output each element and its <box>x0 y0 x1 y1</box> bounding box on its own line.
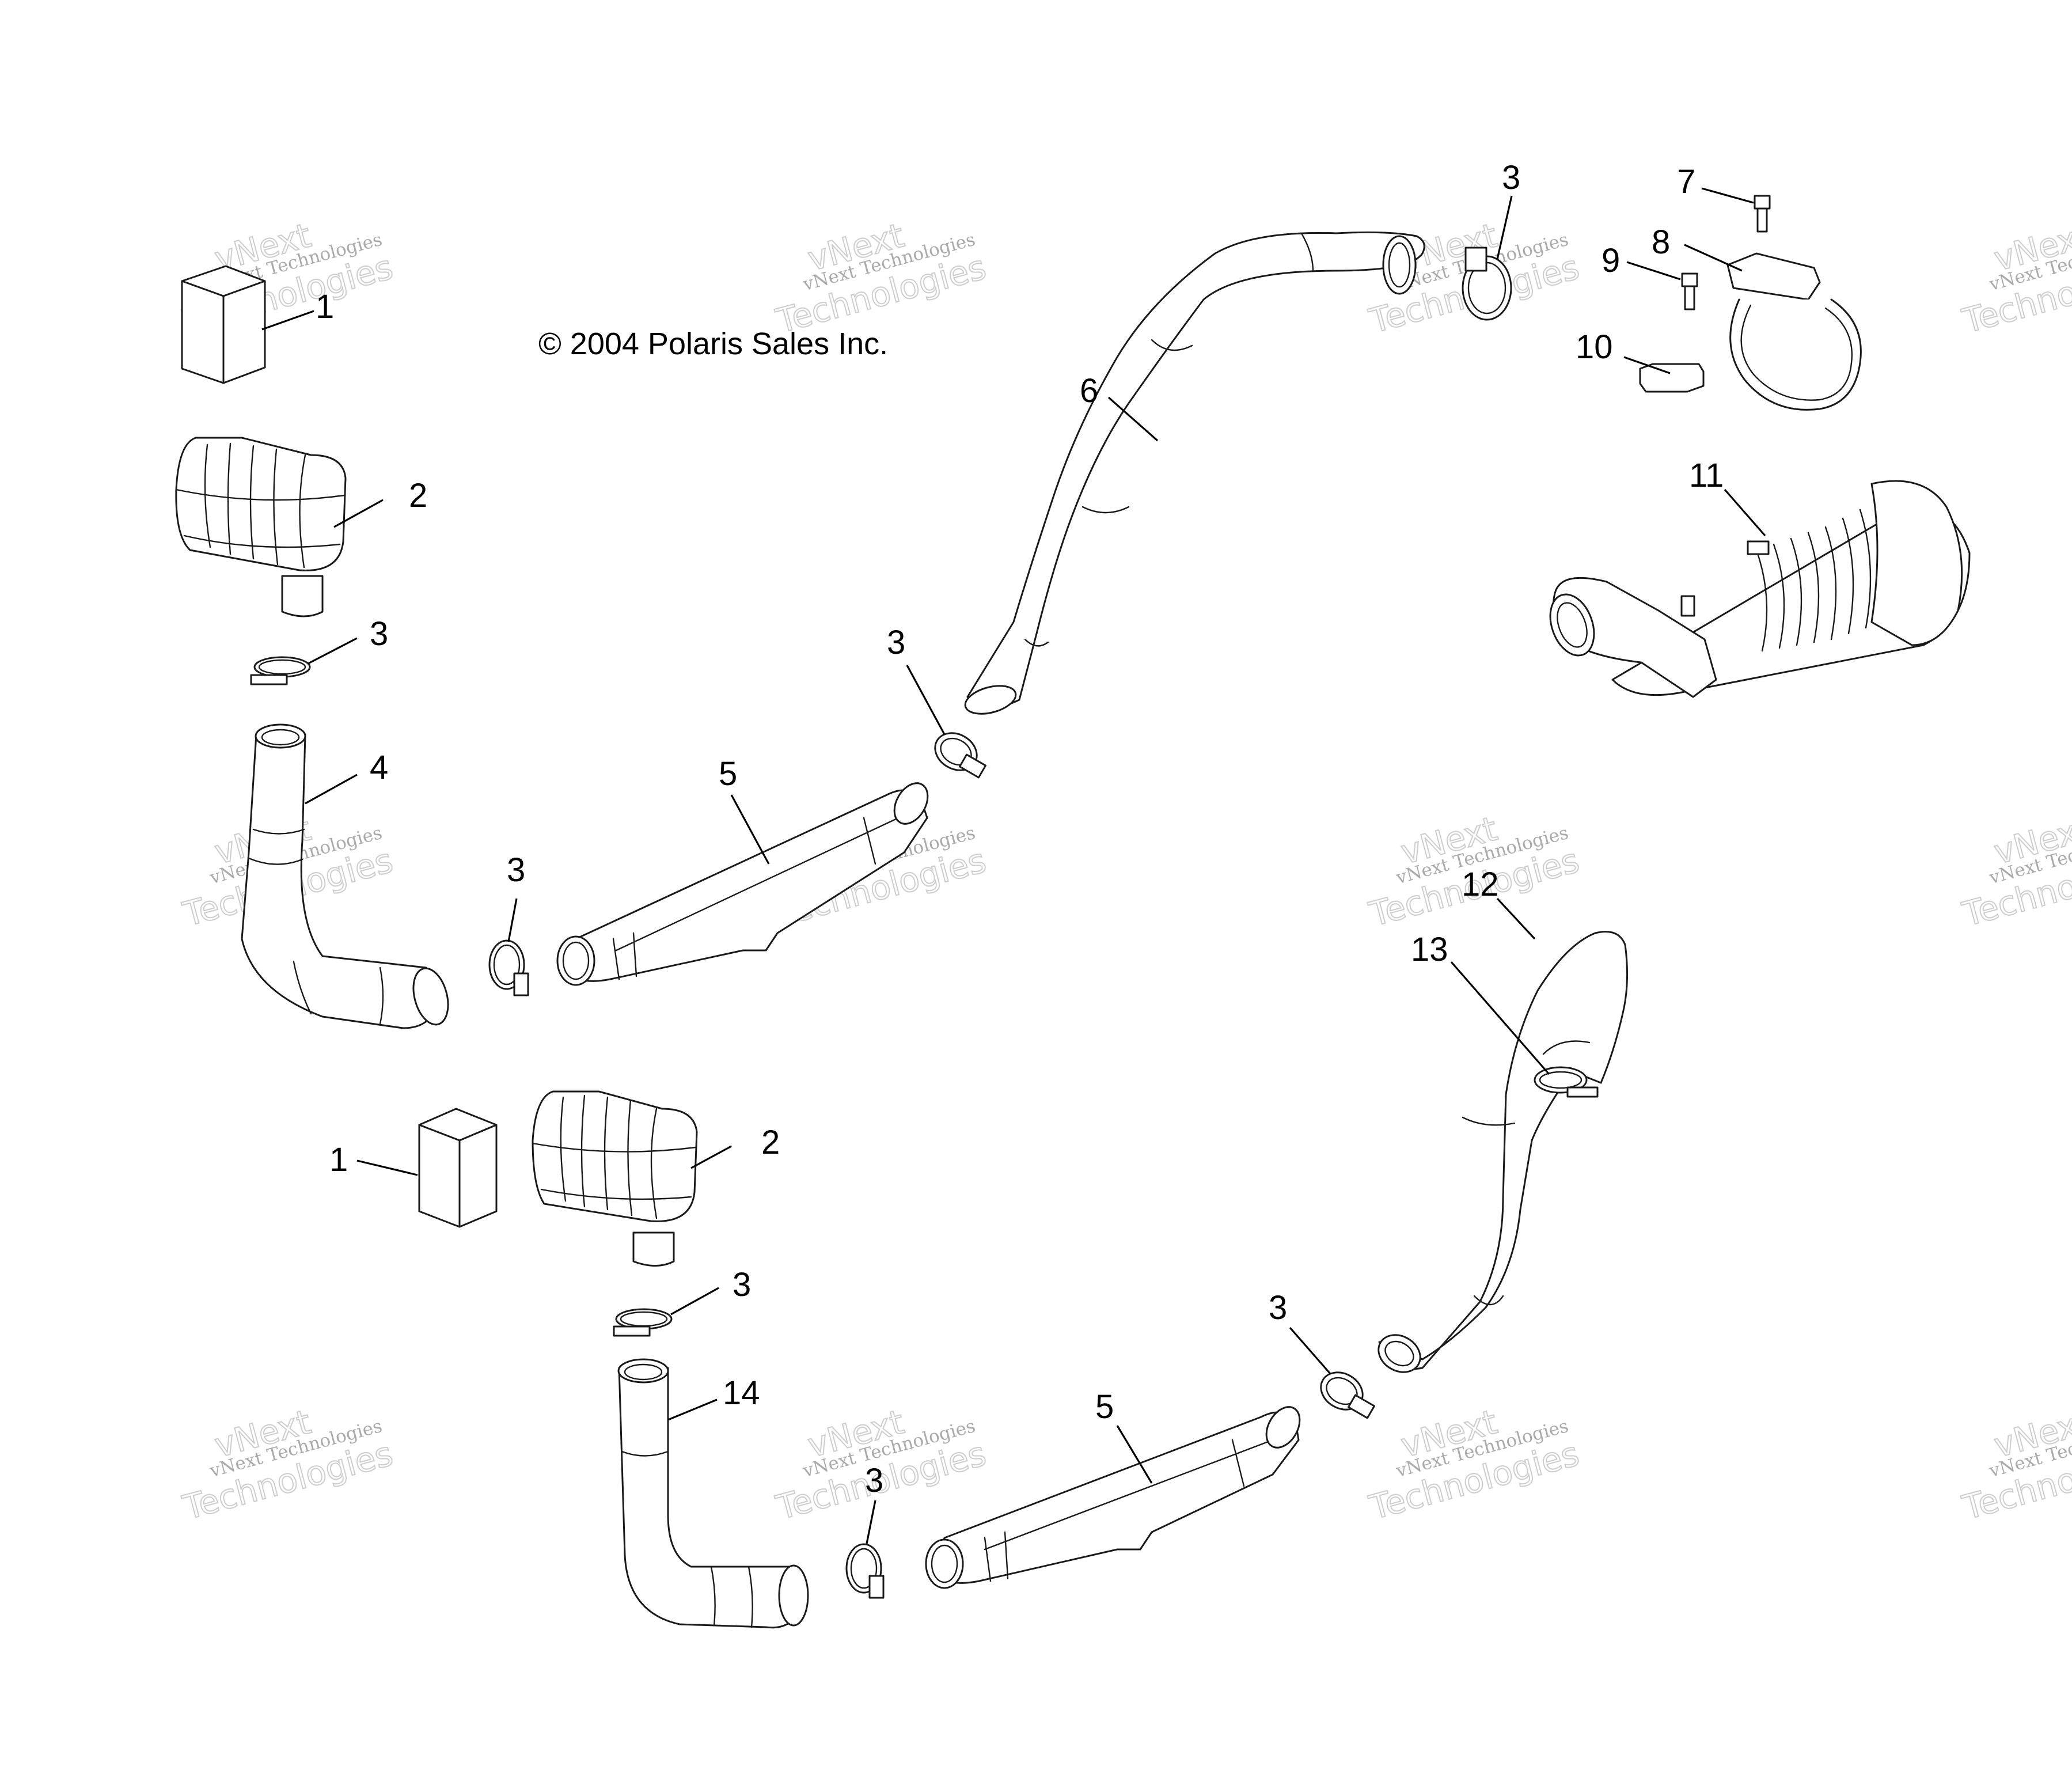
copyright-notice: © 2004 Polaris Sales Inc. <box>538 327 888 361</box>
callout-10: 10 <box>1576 328 1613 366</box>
watermark: vNext vNext Technologies Technologies <box>1958 1401 2072 1528</box>
callout-5: 5 <box>719 755 737 793</box>
callout-7: 7 <box>1677 163 1695 200</box>
callout-1: 1 <box>316 288 334 325</box>
part-3-hose-clamp[interactable] <box>845 1543 885 1599</box>
callout-1: 1 <box>329 1141 348 1178</box>
part-11-air-cleaner-assembly[interactable] <box>1542 480 1971 698</box>
callout-13: 13 <box>1411 931 1448 968</box>
part-12-hose-right[interactable] <box>1372 931 1629 1379</box>
watermark: vNext vNext Technologies Technologies <box>1958 215 2072 341</box>
callout-5: 5 <box>1095 1388 1114 1426</box>
part-3-hose-clamp[interactable] <box>928 726 986 779</box>
part-3-hose-clamp[interactable] <box>1462 247 1512 321</box>
callout-3: 3 <box>1269 1289 1287 1326</box>
callout-11: 11 <box>1689 457 1724 494</box>
watermark: vNext vNext Technologies Technologies <box>179 1401 397 1528</box>
part-3-hose-clamp[interactable] <box>250 656 311 685</box>
callout-3: 3 <box>887 624 905 661</box>
watermark: vNext vNext Technologies Technologies <box>1365 1401 1584 1528</box>
part-3-hose-clamp[interactable] <box>1314 1365 1375 1419</box>
callout-14: 14 <box>723 1374 760 1412</box>
part-10-nut[interactable] <box>1639 363 1705 393</box>
part-7-bolt[interactable] <box>1754 195 1771 233</box>
watermark: vNext vNext Technologies Technologies <box>1958 808 2072 934</box>
callout-3: 3 <box>507 851 525 889</box>
part-5-intake-duct-upper[interactable] <box>556 778 935 986</box>
part-4-elbow-hose[interactable] <box>241 723 454 1029</box>
part-9-bolt[interactable] <box>1681 272 1698 310</box>
callout-12: 12 <box>1462 866 1499 903</box>
part-5-intake-duct-lower[interactable] <box>925 1401 1307 1589</box>
callout-2: 2 <box>761 1124 780 1161</box>
part-1-foam-block-top[interactable] <box>181 265 266 384</box>
part-8-bracket-clamp[interactable] <box>1726 252 1862 411</box>
callout-9: 9 <box>1602 242 1620 279</box>
callout-labels: 1 2 3 4 3 5 3 6 3 7 8 9 10 11 12 13 1 2 … <box>316 159 1724 1499</box>
callout-2: 2 <box>409 477 427 514</box>
leader-lines <box>261 187 1766 1544</box>
callout-3: 3 <box>865 1462 883 1499</box>
part-6-long-hose[interactable] <box>962 231 1425 719</box>
part-2-air-filter-bottom[interactable] <box>532 1090 698 1267</box>
callout-3: 3 <box>370 615 388 653</box>
part-1-foam-block-bottom[interactable] <box>418 1108 498 1228</box>
watermark: vNext vNext Technologies Technologies <box>772 215 991 341</box>
part-3-hose-clamp[interactable] <box>488 939 529 996</box>
callout-3: 3 <box>1502 159 1520 196</box>
callout-4: 4 <box>370 749 388 786</box>
part-2-air-filter-top[interactable] <box>175 437 347 617</box>
watermark: vNext vNext Technologies Technologies <box>1365 808 1584 934</box>
callout-3: 3 <box>733 1266 751 1303</box>
part-3-hose-clamp[interactable] <box>613 1308 673 1337</box>
callout-6: 6 <box>1080 372 1098 410</box>
callout-8: 8 <box>1652 223 1670 261</box>
part-14-elbow-hose[interactable] <box>617 1358 809 1629</box>
